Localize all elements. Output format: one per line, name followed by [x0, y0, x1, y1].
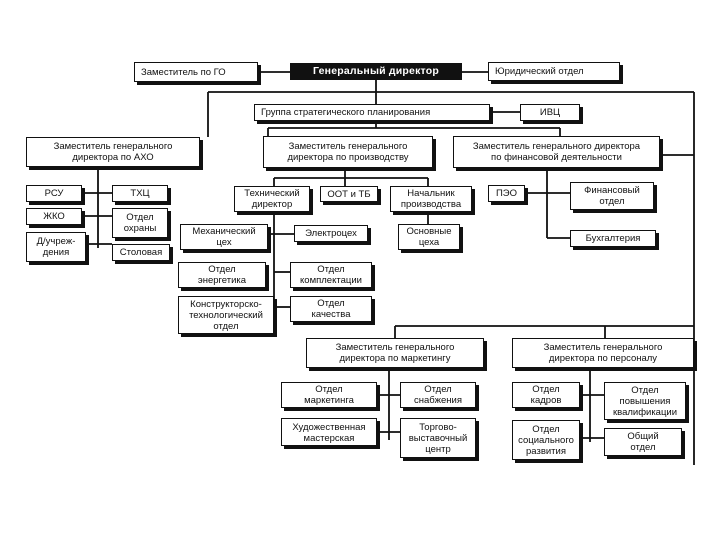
oot-tb-box: ООТ и ТБ [320, 186, 378, 202]
peo-box: ПЭО [488, 185, 525, 202]
zhko-box: ЖКО [26, 208, 82, 225]
qualification-dept-box: Отдел повышения квалификации [604, 382, 686, 420]
trade-center-box: Торгово- выставочный центр [400, 418, 476, 458]
deputy-aho-box: Заместитель генерального директора по АХ… [26, 137, 200, 167]
quality-dept-box: Отдел качества [290, 296, 372, 322]
rsu-box: РСУ [26, 185, 82, 202]
deputy-marketing-box: Заместитель генерального директора по ма… [306, 338, 484, 368]
general-director-box: Генеральный директор [290, 63, 462, 80]
strategic-group-box: Группа стратегического планирования [254, 104, 490, 121]
canteen-box: Столовая [112, 244, 170, 261]
main-shops-box: Основные цеха [398, 224, 460, 250]
deputy-production-box: Заместитель генерального директора по пр… [263, 136, 433, 168]
preschool-box: Д/учреж- дения [26, 232, 86, 262]
art-workshop-box: Художественная мастерская [281, 418, 377, 446]
supply-dept-box: Отдел снабжения [400, 382, 476, 408]
general-dept-box: Общий отдел [604, 428, 682, 456]
deputy-personnel-box: Заместитель генерального директора по пе… [512, 338, 694, 368]
thc-box: ТХЦ [112, 185, 168, 202]
social-dept-box: Отдел социального развития [512, 420, 580, 460]
electrical-shop-box: Электроцех [294, 225, 368, 242]
components-dept-box: Отдел комплектации [290, 262, 372, 288]
energy-dept-box: Отдел энергетика [178, 262, 266, 288]
mechanical-shop-box: Механический цех [180, 224, 268, 250]
marketing-dept-box: Отдел маркетинга [281, 382, 377, 408]
legal-dept-box: Юридический отдел [488, 62, 620, 81]
production-head-box: Начальник производства [390, 186, 472, 212]
deputy-go-box: Заместитель по ГО [134, 62, 258, 82]
hr-dept-box: Отдел кадров [512, 382, 580, 408]
accounting-box: Бухгалтерия [570, 230, 656, 247]
security-dept-box: Отдел охраны [112, 208, 168, 238]
deputy-finance-box: Заместитель генерального директора по фи… [453, 136, 660, 168]
technical-director-box: Технический директор [234, 186, 310, 212]
ivc-box: ИВЦ [520, 104, 580, 121]
finance-dept-box: Финансовый отдел [570, 182, 654, 210]
design-dept-box: Конструкторско- технологический отдел [178, 296, 274, 334]
